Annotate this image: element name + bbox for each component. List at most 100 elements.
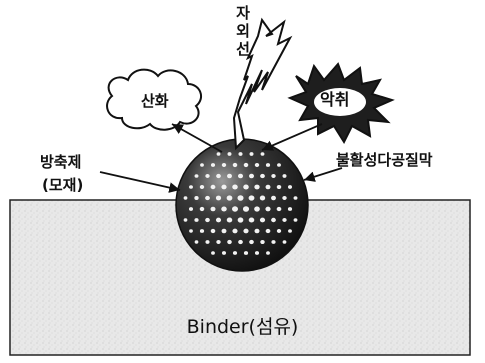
pore — [259, 217, 266, 223]
arrow-sphere-to-oxidation — [171, 123, 223, 153]
pore — [205, 240, 210, 244]
pore — [199, 229, 205, 233]
pore — [282, 174, 287, 178]
pore — [243, 184, 249, 190]
pore — [276, 184, 282, 190]
pore — [215, 195, 222, 201]
pore — [210, 184, 216, 190]
pore — [293, 218, 298, 222]
pore — [243, 228, 249, 234]
pore — [260, 173, 265, 179]
fragrance-label: 방축제 — [40, 153, 82, 171]
pore — [242, 206, 250, 212]
pore — [216, 152, 221, 156]
pore — [265, 163, 271, 167]
pore — [194, 196, 199, 200]
pore — [221, 184, 227, 190]
pore — [238, 239, 243, 245]
pore — [227, 152, 232, 156]
pore — [243, 162, 249, 168]
pore — [232, 251, 238, 255]
oxidation-cloud-icon — [106, 68, 203, 131]
porous-film-label: 불활성다공질막 — [336, 151, 433, 169]
pore — [271, 240, 276, 244]
pore — [271, 195, 276, 201]
pore — [266, 251, 270, 255]
pore — [183, 196, 188, 200]
pore — [205, 174, 210, 178]
uv-label-char: 선 — [236, 40, 250, 58]
pore — [265, 206, 271, 212]
odor-label: 악취 — [320, 90, 350, 109]
pore — [293, 196, 298, 200]
pore — [249, 239, 254, 245]
arrow-odor-to-sphere — [261, 123, 323, 151]
pore — [216, 239, 221, 245]
pore — [254, 184, 260, 190]
pore — [221, 206, 227, 212]
pore — [226, 195, 233, 201]
porous-film-pores — [183, 152, 298, 255]
pore — [231, 206, 239, 212]
pore — [282, 240, 287, 244]
pore — [183, 218, 188, 222]
pore — [248, 217, 255, 223]
pore — [237, 195, 244, 201]
pore — [276, 206, 282, 212]
pore — [232, 228, 238, 234]
pore — [227, 173, 232, 179]
pore — [260, 239, 265, 245]
oxidation-label: 산화 — [141, 92, 169, 110]
pore — [249, 173, 254, 179]
pore — [221, 251, 227, 255]
pore — [287, 207, 293, 211]
pore — [254, 206, 260, 212]
pore — [210, 163, 216, 167]
pore — [194, 174, 199, 178]
pore — [260, 152, 265, 156]
pore — [259, 195, 266, 201]
pore — [221, 228, 227, 234]
pore — [227, 239, 232, 245]
pore — [210, 206, 216, 212]
pore — [200, 163, 204, 167]
pore — [237, 217, 244, 223]
pore — [271, 217, 276, 223]
pore — [194, 240, 199, 244]
pore — [254, 228, 260, 234]
arrow-film-to-sphere — [303, 167, 343, 182]
pore — [216, 173, 221, 179]
microcapsule-sphere — [175, 138, 309, 272]
pore — [194, 218, 199, 222]
pore — [205, 195, 210, 201]
pore — [189, 229, 193, 233]
pore — [249, 152, 254, 156]
pore — [237, 173, 244, 179]
pore — [205, 217, 210, 223]
pore — [188, 207, 194, 211]
pore — [232, 184, 238, 190]
uv-label-char: 외 — [236, 22, 250, 40]
pore — [287, 185, 293, 189]
pore — [199, 206, 205, 212]
uv-lightning-icon — [232, 17, 293, 151]
pore — [248, 195, 255, 201]
pore — [221, 162, 227, 168]
pore — [243, 251, 249, 255]
pore — [265, 228, 271, 234]
pore — [232, 162, 238, 168]
pore — [282, 218, 287, 222]
pore — [277, 163, 281, 167]
pore — [276, 229, 282, 233]
pore — [199, 184, 205, 190]
pore — [271, 173, 276, 179]
pore — [265, 184, 271, 190]
pore — [288, 229, 292, 233]
binder-label: Binder(섬유) — [186, 316, 299, 338]
pore — [210, 228, 216, 234]
pore — [254, 162, 260, 168]
uv-label-char: 자 — [236, 4, 250, 22]
pore — [215, 217, 222, 223]
